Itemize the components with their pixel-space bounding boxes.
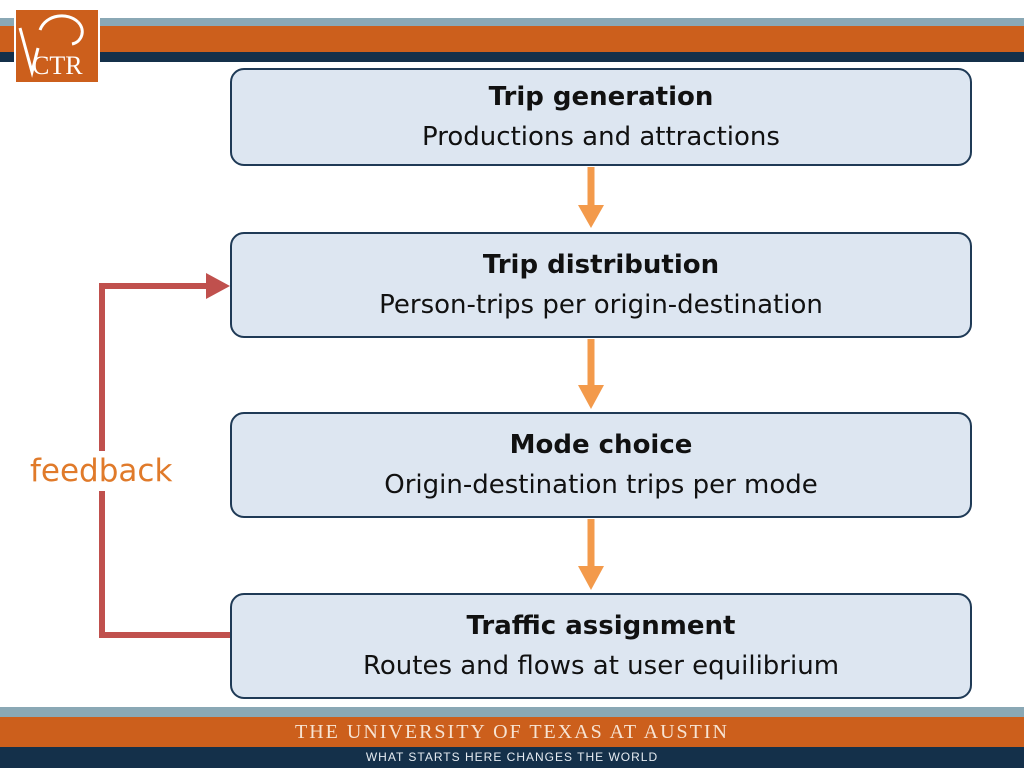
footer-stripe-navy bbox=[0, 747, 1024, 768]
header-stripe-navy bbox=[0, 52, 1024, 62]
footer-stripe-orange bbox=[0, 717, 1024, 747]
feedback-label: feedback bbox=[26, 451, 177, 491]
footer-stripe-grey bbox=[0, 707, 1024, 717]
step-traffic-assignment: Traffic assignment Routes and flows at u… bbox=[230, 593, 972, 699]
step-description: Productions and attractions bbox=[422, 122, 780, 152]
header-stripe-orange bbox=[0, 26, 1024, 52]
ctr-logo: CTR bbox=[14, 8, 100, 84]
feedback-arrowhead-icon bbox=[206, 273, 230, 299]
flow-arrow-2 bbox=[578, 339, 604, 409]
flow-arrow-3 bbox=[578, 519, 604, 590]
flow-arrow-1 bbox=[578, 167, 604, 228]
step-trip-generation: Trip generation Productions and attracti… bbox=[230, 68, 972, 166]
step-trip-distribution: Trip distribution Person-trips per origi… bbox=[230, 232, 972, 338]
footer-tagline: WHAT STARTS HERE CHANGES THE WORLD bbox=[365, 750, 659, 764]
step-description: Person-trips per origin-destination bbox=[379, 290, 823, 320]
step-mode-choice: Mode choice Origin-destination trips per… bbox=[230, 412, 972, 518]
footer-university-name: THE UNIVERSITY OF TEXAS AT AUSTIN bbox=[295, 721, 729, 743]
ctr-logo-mark-icon: CTR bbox=[18, 14, 84, 80]
header-stripe-grey bbox=[0, 18, 1024, 26]
step-title: Traffic assignment bbox=[466, 611, 736, 641]
ctr-logo-text: CTR bbox=[32, 51, 83, 80]
step-description: Origin-destination trips per mode bbox=[384, 470, 818, 500]
step-title: Trip distribution bbox=[482, 250, 720, 280]
step-title: Trip generation bbox=[488, 82, 714, 112]
step-description: Routes and flows at user equilibrium bbox=[362, 651, 840, 681]
step-title: Mode choice bbox=[509, 430, 693, 460]
